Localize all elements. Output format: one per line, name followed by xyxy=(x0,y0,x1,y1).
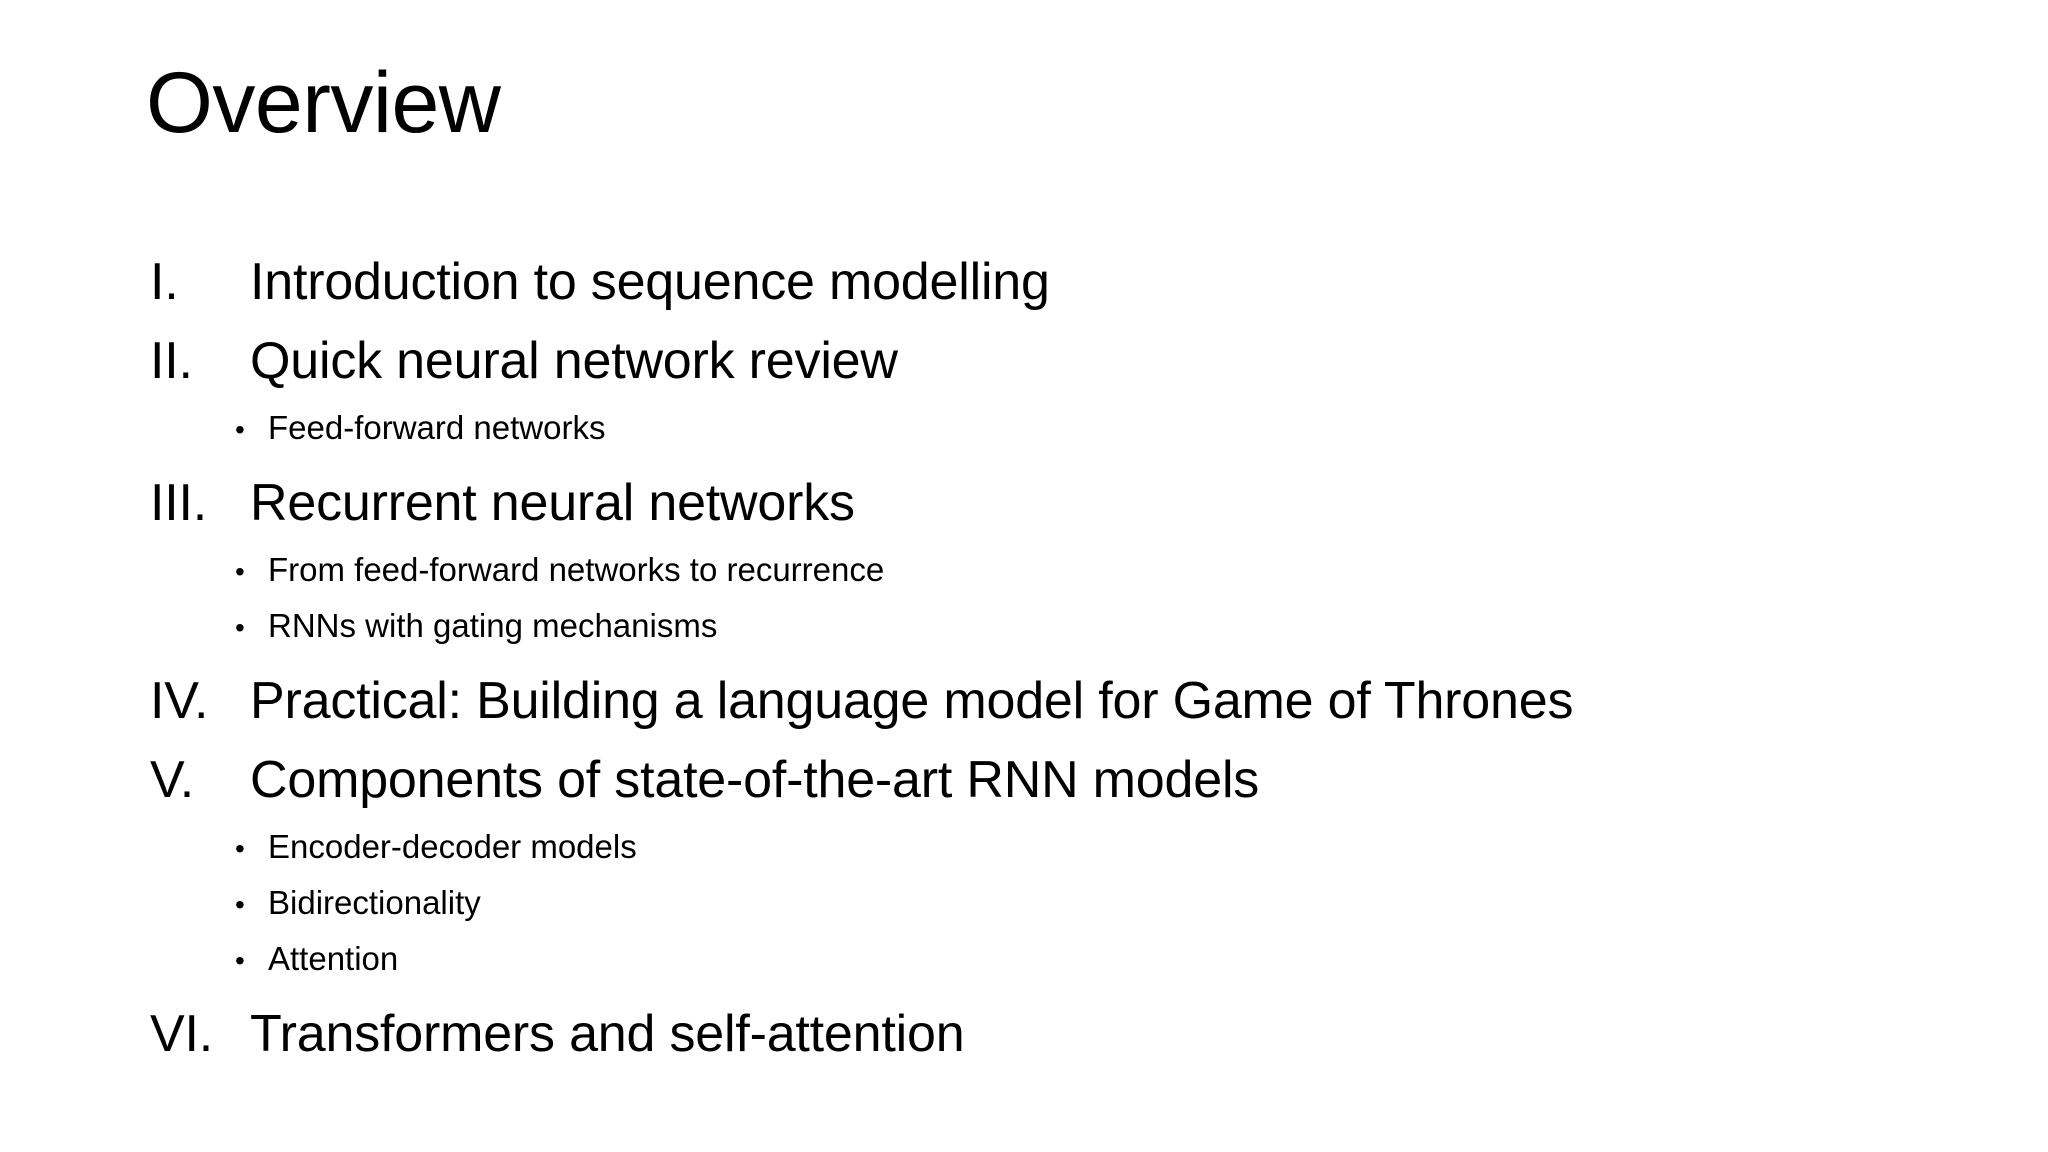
outline-subitem-label: Encoder-decoder models xyxy=(268,828,637,865)
bullet-icon: • xyxy=(235,556,245,587)
bullet-icon: • xyxy=(235,414,245,445)
section-spacer xyxy=(150,655,1950,662)
section-spacer xyxy=(150,988,1950,995)
outline-subitem-label: From feed-forward networks to recurrence xyxy=(268,551,885,588)
bullet-icon: • xyxy=(235,889,245,920)
outline-numeral: V. xyxy=(150,751,194,809)
outline-sublist-5: • Encoder-decoder models • Bidirectional… xyxy=(150,820,1950,988)
outline-item-label: Quick neural network review xyxy=(250,332,898,390)
outline-item-5[interactable]: V. Components of state-of-the-art RNN mo… xyxy=(150,741,1950,820)
outline-subitem-label: Feed-forward networks xyxy=(268,409,606,446)
outline-subitem-label: Attention xyxy=(268,940,399,977)
outline-numeral: IV. xyxy=(150,672,209,730)
outline-numeral: I. xyxy=(150,253,179,311)
outline-item-1[interactable]: I. Introduction to sequence modelling xyxy=(150,243,1950,322)
outline-subitem[interactable]: • RNNs with gating mechanisms xyxy=(150,599,1950,655)
outline-item-label: Components of state-of-the-art RNN model… xyxy=(250,751,1260,809)
outline-subitem[interactable]: • Attention xyxy=(150,932,1950,988)
outline-subitem[interactable]: • Bidirectionality xyxy=(150,876,1950,932)
bullet-icon: • xyxy=(235,612,245,643)
outline-subitem[interactable]: • Feed-forward networks xyxy=(150,401,1950,457)
outline-item-4[interactable]: IV. Practical: Building a language model… xyxy=(150,662,1950,741)
outline-list: I. Introduction to sequence modelling II… xyxy=(150,243,1950,1074)
outline-item-label: Recurrent neural networks xyxy=(250,474,855,532)
outline-numeral: VI. xyxy=(150,1005,213,1063)
outline-numeral: II. xyxy=(150,332,193,390)
outline-item-label: Practical: Building a language model for… xyxy=(250,672,1574,730)
page-title: Overview xyxy=(146,55,501,151)
outline-sublist-3: • From feed-forward networks to recurren… xyxy=(150,543,1950,655)
outline-item-2[interactable]: II. Quick neural network review xyxy=(150,322,1950,401)
outline-subitem-label: Bidirectionality xyxy=(268,884,481,921)
bullet-icon: • xyxy=(235,833,245,864)
outline-item-6[interactable]: VI. Transformers and self-attention xyxy=(150,995,1950,1074)
outline-item-label: Transformers and self-attention xyxy=(250,1005,965,1063)
bullet-icon: • xyxy=(235,945,245,976)
section-spacer xyxy=(150,457,1950,464)
outline-sublist-2: • Feed-forward networks xyxy=(150,401,1950,457)
outline-numeral: III. xyxy=(150,474,207,532)
outline-subitem[interactable]: • Encoder-decoder models xyxy=(150,820,1950,876)
outline-item-3[interactable]: III. Recurrent neural networks xyxy=(150,464,1950,543)
outline-subitem-label: RNNs with gating mechanisms xyxy=(268,607,718,644)
outline-subitem[interactable]: • From feed-forward networks to recurren… xyxy=(150,543,1950,599)
outline-item-label: Introduction to sequence modelling xyxy=(250,253,1050,311)
